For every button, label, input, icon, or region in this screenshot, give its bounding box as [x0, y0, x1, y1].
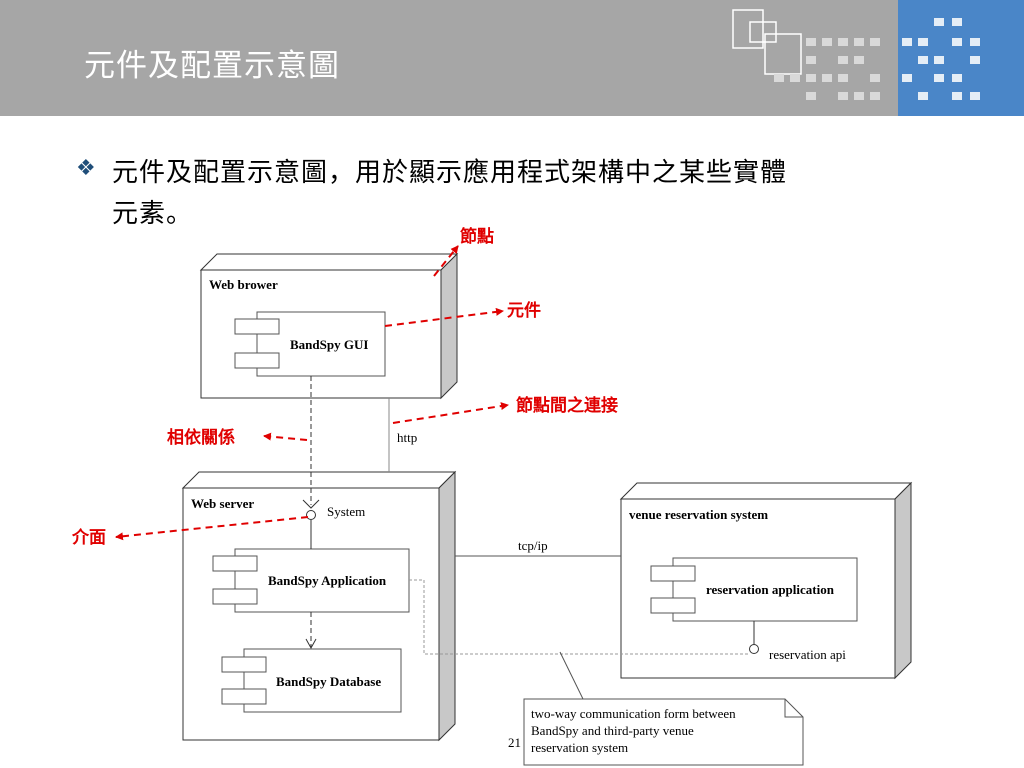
bandspy-application-label: BandSpy Application: [268, 573, 387, 588]
bullet-diamond-icon: ❖: [76, 156, 96, 181]
system-interface-icon: [306, 510, 316, 520]
connection-annotation-arrow: [392, 402, 509, 424]
app-api-dependency: [409, 579, 749, 655]
node-annotation-arrow: [433, 245, 459, 277]
dependency-arrowhead: [302, 499, 320, 509]
component-bandspy-application: [212, 548, 410, 613]
note-box: [523, 698, 804, 766]
reservation-api-interface-icon: [749, 644, 759, 654]
header-decoration: [732, 9, 980, 100]
bandspy-gui-label: BandSpy GUI: [290, 337, 368, 352]
note-fold: [784, 699, 803, 718]
note-line-2: BandSpy and third-party venue: [531, 723, 694, 738]
system-interface-label: System: [327, 504, 365, 519]
component-reservation-application: [650, 557, 858, 622]
bullet-line-1: 元件及配置示意圖，用於顯示應用程式架構中之某些實體: [112, 158, 788, 188]
tcpip-label: tcp/ip: [518, 538, 548, 553]
component-bandspy-database: [221, 648, 402, 713]
annotation-interface: 介面: [71, 527, 106, 548]
note-anchor-line: [559, 651, 584, 700]
web-server-title: Web server: [191, 496, 254, 511]
note-line-3: reservation system: [531, 740, 628, 755]
reservation-application-label: reservation application: [706, 582, 835, 597]
bullet-line-2: 元素。: [112, 199, 194, 229]
interface-annotation-arrow: [115, 516, 309, 541]
annotation-dependency: 相依關係: [167, 427, 235, 448]
venue-system-title: venue reservation system: [629, 507, 768, 522]
annotation-component: 元件: [507, 300, 541, 321]
page-number: 21: [508, 735, 521, 750]
bandspy-database-label: BandSpy Database: [276, 674, 381, 689]
annotation-connection: 節點間之連接: [515, 395, 618, 416]
web-browser-title: Web brower: [209, 277, 278, 292]
slide-header: [0, 0, 1024, 116]
slide-title: 元件及配置示意圖: [84, 48, 340, 84]
component-bandspy-gui: [234, 311, 386, 377]
dependency-annotation-arrow: [263, 432, 308, 441]
component-annotation-arrow: [384, 307, 504, 327]
http-label: http: [397, 430, 417, 445]
reservation-api-label: reservation api: [769, 647, 846, 662]
bullet-text: 元件及配置示意圖，用於顯示應用程式架構中之某些實體 元素。: [112, 153, 982, 235]
note-line-1: two-way communication form between: [531, 706, 736, 721]
annotation-node: 節點: [459, 226, 494, 247]
